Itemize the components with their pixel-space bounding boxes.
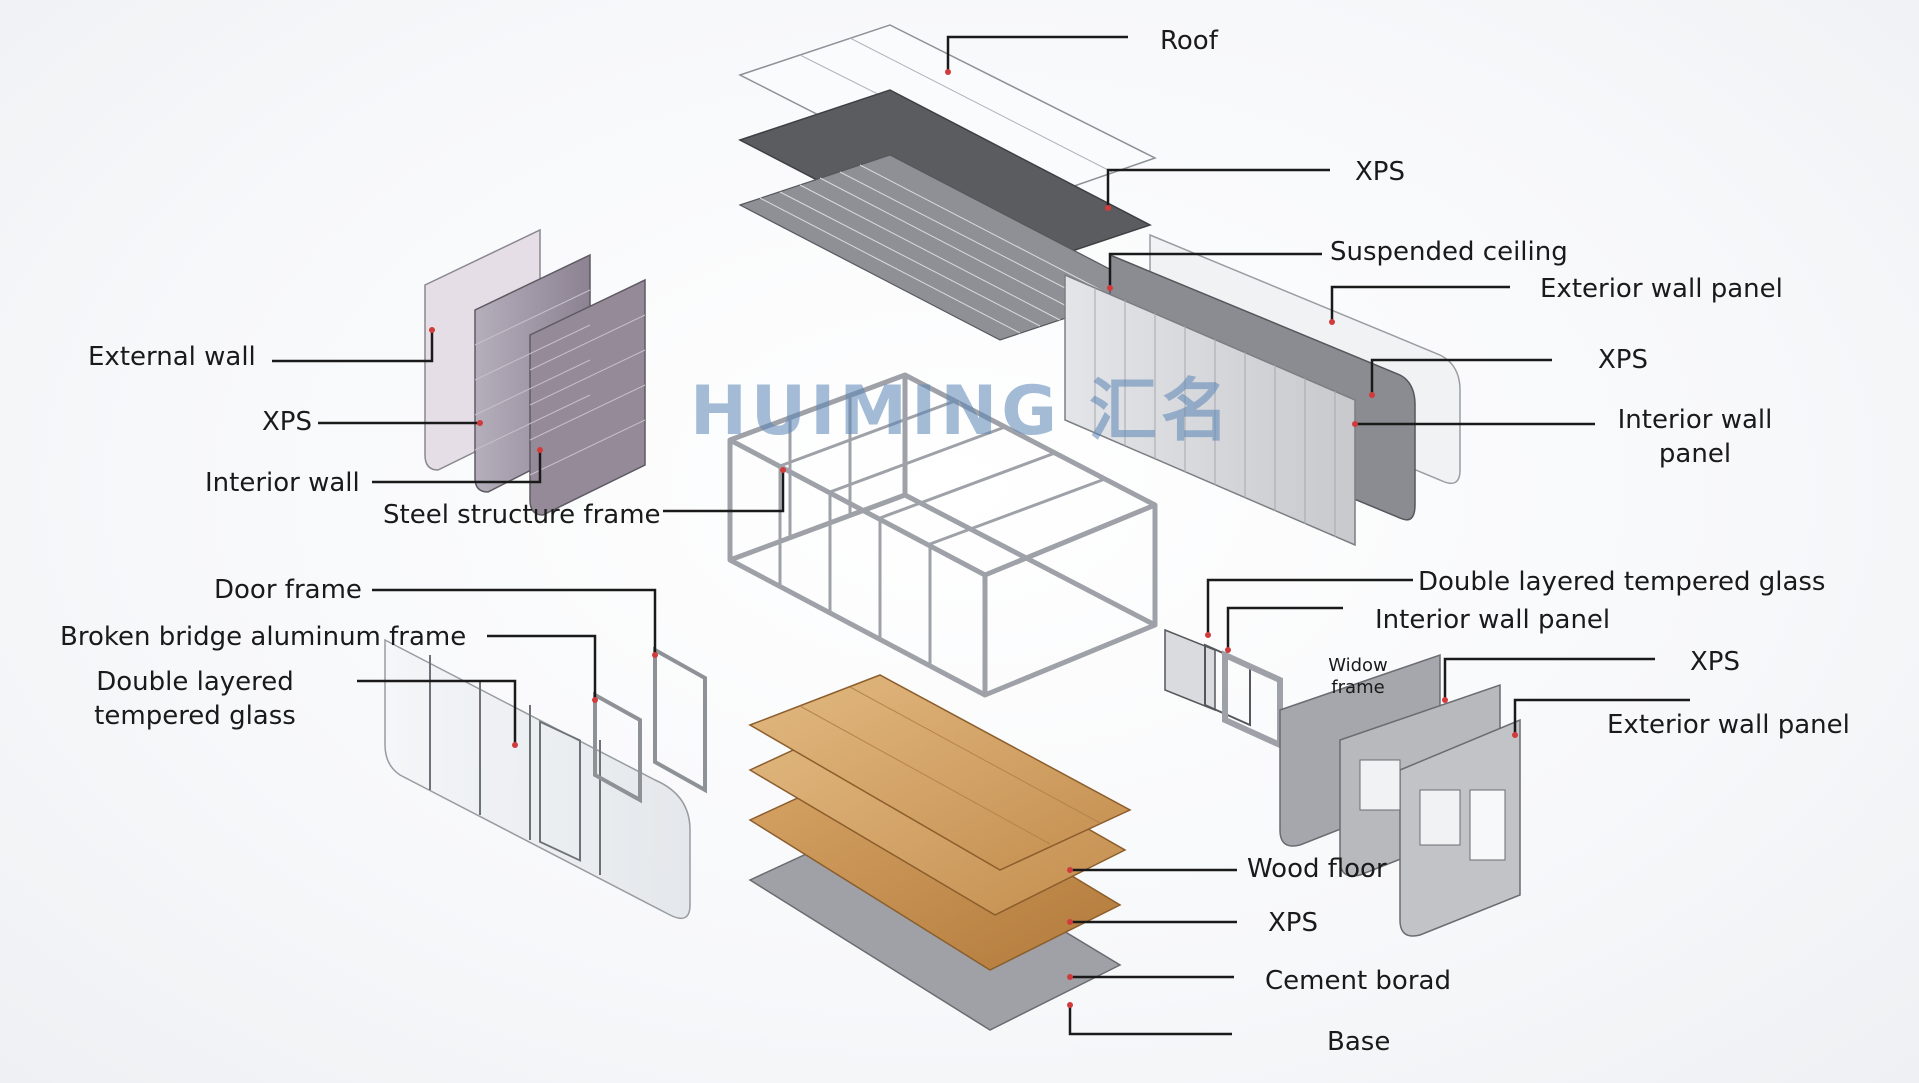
label-exterior-wall-panel-right: Exterior wall panel — [1540, 274, 1783, 304]
side-wall-panels — [1279, 653, 1521, 937]
label-xps-floor: XPS — [1268, 908, 1318, 938]
label-xps-right: XPS — [1598, 345, 1648, 375]
label-widow-frame: Widow frame — [1328, 655, 1388, 698]
label-cement-board: Cement borad — [1265, 966, 1451, 996]
label-suspended-ceiling: Suspended ceiling — [1330, 237, 1568, 267]
label-external-wall: External wall — [88, 342, 256, 372]
label-xps-roof: XPS — [1355, 157, 1405, 187]
label-interior-wall-left: Interior wall — [205, 468, 360, 498]
label-interior-wall-panel-window: Interior wall panel — [1375, 605, 1611, 635]
leader-dots — [429, 69, 1518, 1008]
label-exterior-wall-panel-side: Exterior wall panel — [1607, 710, 1850, 740]
label-base: Base — [1327, 1027, 1391, 1057]
label-steel-frame: Steel structure frame — [383, 500, 661, 530]
label-glass-window: Double layered tempered glass — [1418, 567, 1826, 597]
front-glass-wall — [384, 638, 707, 920]
label-door-frame: Door frame — [214, 575, 362, 605]
leader-lines — [272, 35, 1690, 1036]
right-wall-panels — [1064, 233, 1461, 547]
wood-floor-layer — [748, 674, 1132, 871]
roof-layers — [738, 24, 1157, 341]
door-in-glass — [539, 720, 581, 862]
watermark-chinese: 汇名 — [1088, 372, 1233, 451]
label-broken-bridge: Broken bridge aluminum frame — [60, 622, 467, 652]
left-wall-panels — [424, 228, 646, 516]
watermark-brand: HUIMING 汇名 — [690, 355, 1233, 454]
label-wood-floor: Wood floor — [1247, 854, 1387, 884]
floor-layers — [748, 674, 1132, 1031]
steel-structure-frame — [727, 372, 1158, 698]
label-interior-wall-panel-right: Interior wall panel — [1617, 405, 1773, 469]
aluminum-frame-shape — [593, 691, 642, 804]
label-xps-left: XPS — [262, 407, 312, 437]
label-glass-front: Double layered tempered glass — [94, 667, 296, 731]
label-roof: Roof — [1160, 26, 1218, 56]
door-frame-shape — [653, 646, 707, 794]
window-components — [1164, 628, 1283, 750]
watermark-text: HUIMING — [690, 372, 1062, 451]
label-xps-side: XPS — [1690, 647, 1740, 677]
